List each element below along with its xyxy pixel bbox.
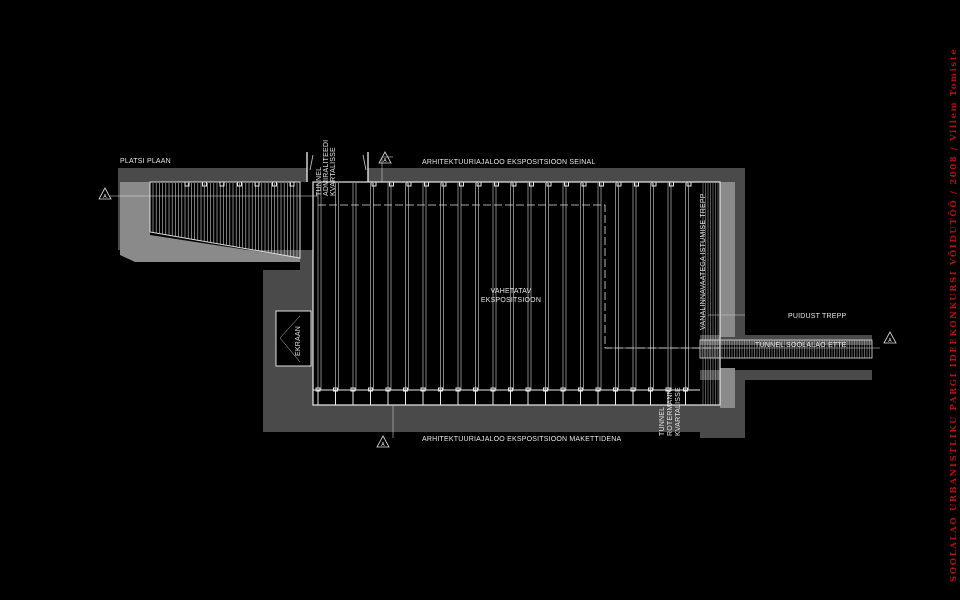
svg-text:TUNNEL: TUNNEL: [659, 407, 666, 436]
section-marker-top: A: [378, 151, 392, 164]
label-vahetatav-1: VAHETATAV: [491, 288, 532, 295]
label-tunnel-admiraliteedi: TUNNEL ADMIRALITEEDI KVARTALISSE: [316, 140, 337, 196]
svg-text:A: A: [888, 338, 892, 344]
label-tunnel-rotermanni: TUNNEL ROTERMANNI KVARTALISSE: [659, 387, 682, 436]
section-marker-left: A: [98, 187, 112, 200]
vertical-title: SOOLALAO URBANISTLIKU PARGI IDEEKONKURSI…: [946, 48, 959, 582]
label-ekraan: EKRAAN: [295, 326, 302, 356]
svg-text:TUNNEL: TUNNEL: [316, 167, 323, 196]
light-walls: [120, 182, 735, 408]
section-marker-right: A: [883, 331, 897, 344]
label-vahetatav-2: EKSPOSITSIOON: [481, 297, 541, 304]
svg-text:A: A: [381, 442, 385, 448]
label-tunnel-soolalao: TUNNEL SOOLALAO ETTE: [755, 342, 847, 349]
svg-text:A: A: [383, 158, 387, 164]
svg-text:KVARTALISSE: KVARTALISSE: [330, 147, 337, 196]
svg-text:ADMIRALITEEDI: ADMIRALITEEDI: [323, 140, 330, 196]
label-platsi-plaan: PLATSI PLAAN: [120, 158, 171, 165]
section-marker-bottom: A: [376, 435, 390, 448]
label-istumise-trepp: VANALINNAVAATEGA ISTUMISE TREPP: [700, 193, 707, 330]
label-seinal: ARHITEKTUURIAJALOO EKSPOSITSIOON SEINAL: [422, 159, 596, 166]
svg-text:KVARTALISSE: KVARTALISSE: [675, 387, 682, 436]
svg-text:A: A: [103, 194, 107, 200]
room-lines: [317, 183, 719, 405]
stair-left: [152, 183, 298, 258]
svg-text:ROTERMANNI: ROTERMANNI: [667, 387, 674, 436]
label-puidust-trepp: PUIDUST TREPP: [788, 313, 846, 320]
label-makettidena: ARHITEKTUURIAJALOO EKSPOSITSIOON MAKETTI…: [422, 436, 622, 443]
screen-room: [275, 310, 312, 367]
